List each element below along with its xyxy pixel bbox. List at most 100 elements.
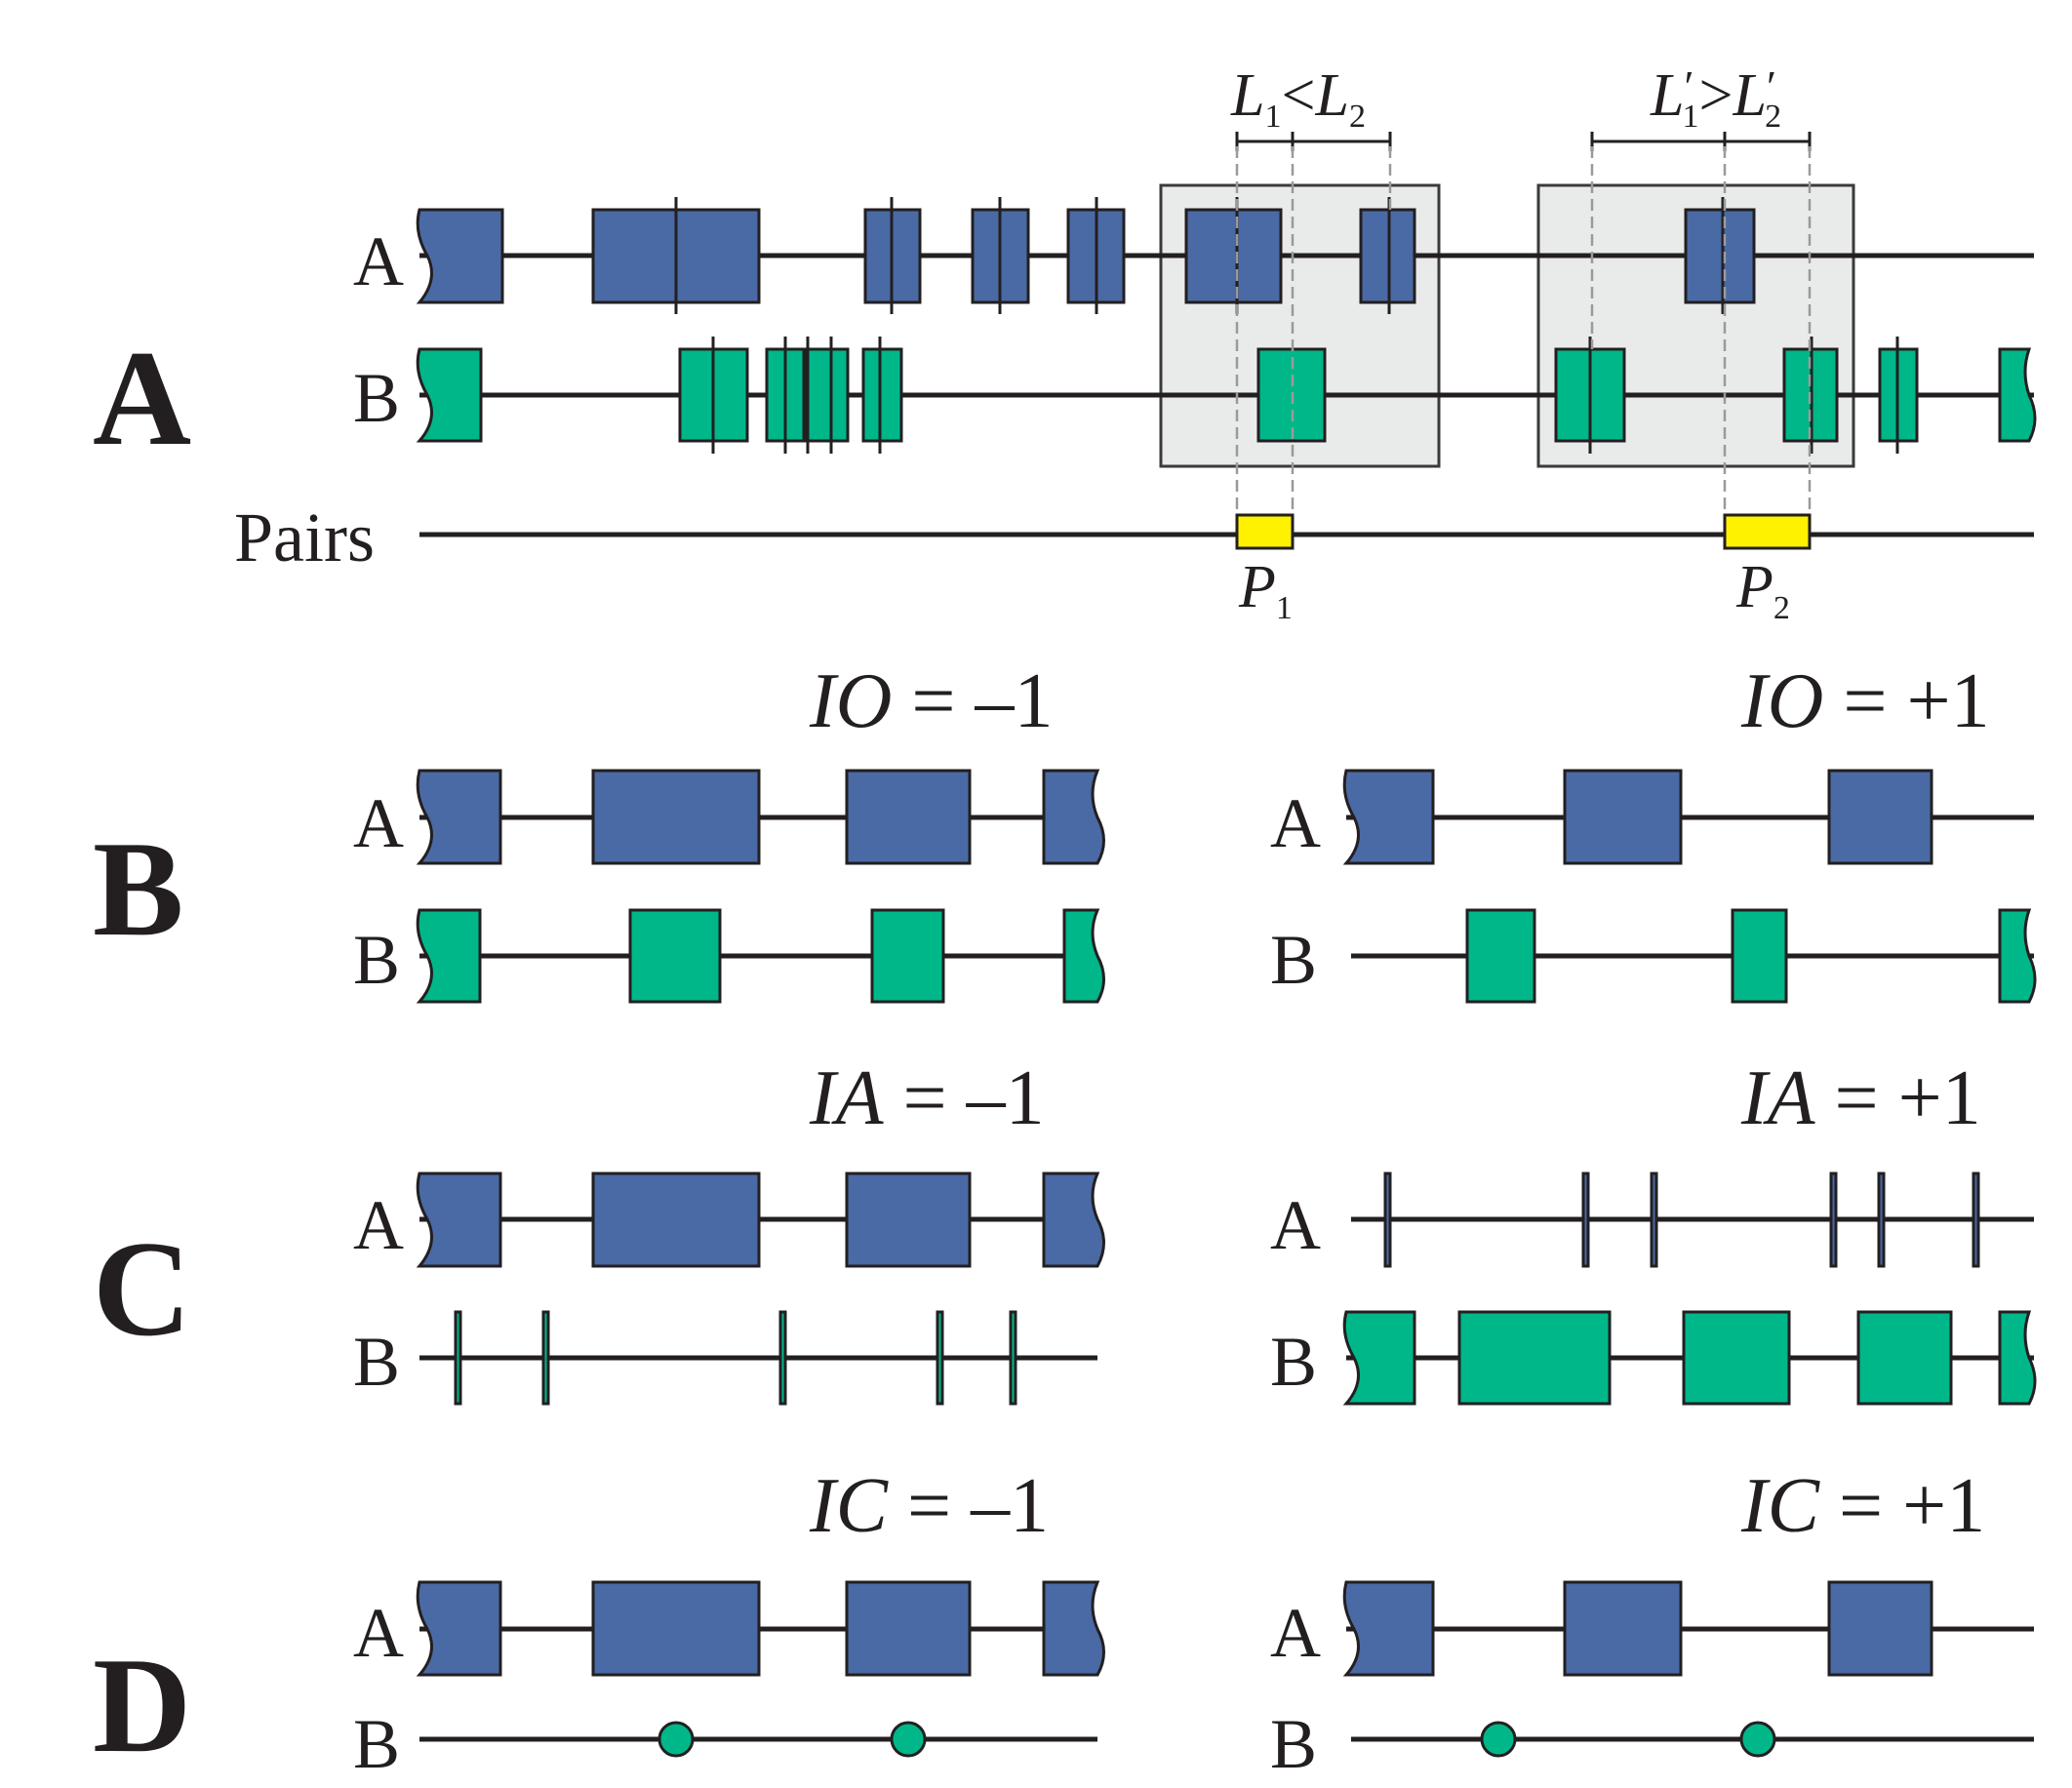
exon-b <box>1009 1310 1017 1406</box>
exon-b <box>778 1310 787 1406</box>
label-part: = +1 <box>1819 1463 1985 1549</box>
panel-b-letter: B <box>93 814 183 965</box>
exon-a <box>845 1172 972 1268</box>
io-positive-label: IO = +1 <box>1740 658 1990 744</box>
ia-pos-sequence-a <box>1351 1172 2034 1268</box>
splice-site-dot <box>1480 1721 1517 1758</box>
label-part: 2 <box>1773 590 1790 626</box>
exon-a <box>1042 769 1105 865</box>
label-part: IC <box>809 1463 890 1549</box>
exon-a <box>1563 769 1683 865</box>
label-part: = –1 <box>884 1055 1045 1141</box>
label-part: P <box>1238 554 1276 620</box>
io-neg-sequence-a <box>416 769 1105 865</box>
exon-a <box>1827 1580 1933 1677</box>
exon-a <box>591 1172 761 1268</box>
exon-b <box>1856 1310 1953 1406</box>
pairs-track <box>419 513 2034 550</box>
exon-a <box>1972 1172 1980 1268</box>
exon-a <box>416 1172 502 1268</box>
exon-a <box>1563 1580 1683 1677</box>
dimension-bracket-2 <box>1590 132 1812 151</box>
track-b-label: B <box>353 359 400 437</box>
panel-c: C IA = –1 IA = +1 A B A B <box>93 1055 2037 1406</box>
label-part: ′ <box>1767 61 1776 111</box>
ia-negative-label: IA = –1 <box>809 1055 1045 1141</box>
exon-b <box>936 1310 944 1406</box>
pair-p2-label: P2 <box>1735 554 1790 626</box>
panel-a: A L1<L2 L′1>L′2 A B Pairs <box>93 61 2037 626</box>
length-comparison-1: L1<L2 <box>1230 62 1366 135</box>
label-part: IA <box>1740 1055 1816 1141</box>
panel-b: B IO = –1 IO = +1 A B A B <box>93 658 2037 1004</box>
exon-a <box>591 769 761 865</box>
io-neg-sequence-b <box>416 908 1105 1004</box>
boundary-mark <box>711 337 1899 454</box>
label-part: ′ <box>1684 61 1693 111</box>
exon-b <box>1465 908 1536 1004</box>
track-a-label: A <box>353 1186 404 1264</box>
exon-b-start <box>416 347 483 443</box>
label-part: = –1 <box>888 1463 1049 1549</box>
pair-p1 <box>1235 513 1295 550</box>
label-part: L <box>1650 62 1684 129</box>
panel-c-letter: C <box>93 1213 191 1365</box>
exon-b <box>1682 1310 1791 1406</box>
length-comparison-2: L′1>L′2 <box>1650 61 1781 135</box>
label-part: L <box>1733 62 1767 129</box>
ia-positive-label: IA = +1 <box>1740 1055 1981 1141</box>
track-a-label: A <box>353 222 404 300</box>
ic-neg-sequence-a <box>416 1580 1105 1677</box>
track-b-label: B <box>353 921 400 999</box>
exon-a <box>845 1580 972 1677</box>
exon-a-start <box>416 208 504 304</box>
label-part: L <box>1230 62 1264 129</box>
label-part: 2 <box>1765 99 1781 135</box>
pair-p2 <box>1723 513 1812 550</box>
exon-b <box>1342 1310 1416 1406</box>
label-part: 1 <box>1276 590 1293 626</box>
track-a-label: A <box>1270 1594 1321 1672</box>
exon-b <box>870 908 945 1004</box>
label-part: 1 <box>1683 99 1699 135</box>
io-pos-sequence-b <box>1351 908 2037 1004</box>
splice-site-dot <box>1739 1721 1776 1758</box>
exon-a <box>845 769 972 865</box>
exon-a <box>416 1580 502 1677</box>
exon-a <box>1827 769 1933 865</box>
panel-d: D IC = –1 IC = +1 A B A B <box>93 1463 2034 1783</box>
exon-b <box>1457 1310 1612 1406</box>
exon-b <box>805 347 850 443</box>
track-b-label: B <box>1270 1705 1317 1783</box>
exon-b <box>628 908 722 1004</box>
track-b-label: B <box>353 1705 400 1783</box>
track-a-label: A <box>1270 1186 1321 1264</box>
label-part: L <box>1314 62 1348 129</box>
pair-p1-label: P1 <box>1238 554 1293 626</box>
exon-b <box>416 908 482 1004</box>
ic-pos-sequence-b <box>1351 1721 2034 1758</box>
ia-neg-sequence-a <box>416 1172 1105 1268</box>
io-pos-sequence-a <box>1342 769 2034 865</box>
track-a-label: A <box>353 784 404 862</box>
dimension-bracket-1 <box>1235 132 1392 151</box>
label-part: = +1 <box>1823 658 1989 744</box>
panel-d-letter: D <box>93 1630 191 1781</box>
alignment-guides <box>1235 146 1812 515</box>
exon-b <box>454 1310 462 1406</box>
exon-a <box>1184 208 1283 304</box>
exon-b-end <box>1998 347 2037 443</box>
exon-b <box>861 347 903 443</box>
exon-a <box>1829 1172 1838 1268</box>
label-part: = +1 <box>1815 1055 1981 1141</box>
exon-b <box>1731 908 1788 1004</box>
label-part: IO <box>809 658 892 744</box>
exon-b <box>1998 908 2037 1004</box>
ia-pos-sequence-b <box>1342 1310 2037 1406</box>
label-part: = –1 <box>892 658 1053 744</box>
track-b-label: B <box>1270 1323 1317 1401</box>
exon-a <box>1042 1172 1105 1268</box>
label-part: 2 <box>1349 99 1366 135</box>
exon-a <box>1342 1580 1435 1677</box>
